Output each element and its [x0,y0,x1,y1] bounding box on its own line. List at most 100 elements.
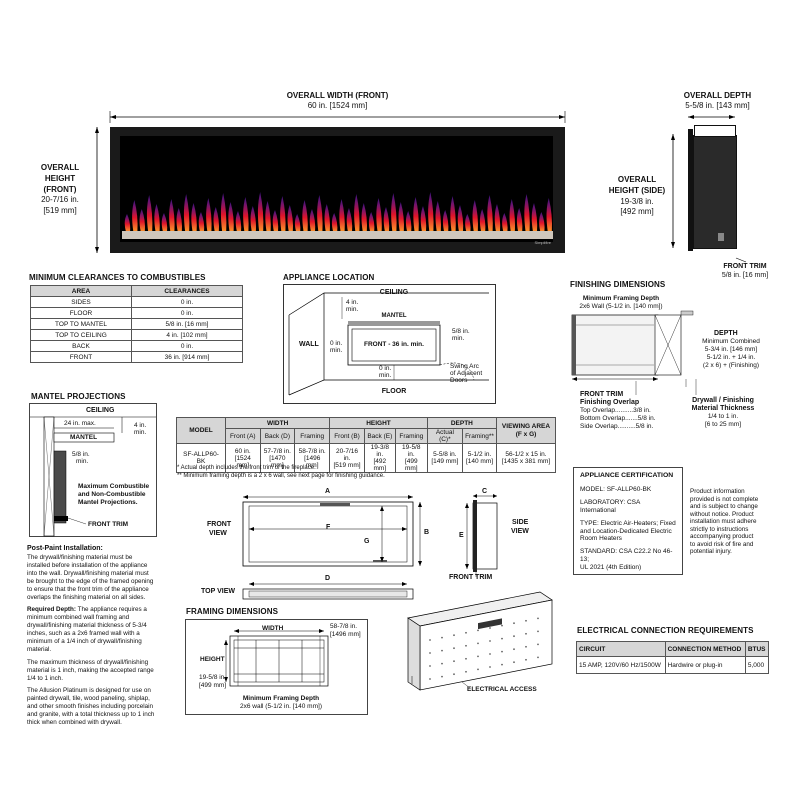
loc-wall: WALL [299,341,319,348]
panel-rivet [453,634,455,637]
loc-swing3: Doors [450,377,468,384]
mantel-58in: 5/8 in. [72,451,90,458]
panel-rivet [537,656,539,659]
flame-tongue [294,214,301,232]
front-trim-value: 5/8 in. [16 mm] [721,272,769,279]
clearance-area: FRONT [30,351,132,363]
panel-rivet [477,655,479,658]
flame-tongue [317,195,323,232]
disclaimer-line: without notice. Product [690,510,754,518]
spec-table: MODEL WIDTH HEIGHT DEPTH VIEWING AREA(F … [176,417,556,473]
side-top-bracket [694,125,736,137]
mantel-projections-diagram: CEILING 24 in. max. 4 in. min. MANTEL 5/… [29,403,157,537]
fin-depth-l2: 5-3/4 in. [146 mm] [704,346,758,353]
post-paint-p2-title: Required Depth: [27,606,76,614]
views-front-trim: FRONT TRIM [449,574,493,581]
clearances-title: MINIMUM CLEARANCES TO COMBUSTIBLES [29,273,206,282]
spec-cell-l1: 57-7/8 in. [263,447,291,455]
mantel-4in-min: min. [134,429,147,436]
spec-cell: 19-5/8 in.[499 mm] [394,443,428,473]
flame-tongue [442,210,449,232]
elec-h-btus: BTUS [744,641,770,657]
flame-tongue [280,196,286,232]
panel-rivet [453,673,455,676]
spec-cell-l1: 5-5/8 in. [433,451,457,458]
loc-ceiling: CEILING [379,289,409,296]
fin-min-framing-val: 2x6 Wall (5-1/2 in. [140 mm]) [579,303,663,310]
flame-tongue [250,206,256,232]
dim-e: E [459,532,464,539]
spec-cell-l2: [149 mm] [431,458,459,465]
flame-tongue [472,200,478,232]
fin-bottom-overlap: Bottom Overlap.......5/8 in. [580,415,656,422]
panel-rivet [525,645,527,648]
flame-tongue [398,202,404,232]
cert-lab: LABORATORY: CSA International [580,499,640,515]
panel-rivet [441,662,443,665]
panel-rivet [489,653,491,655]
flame-tongue [413,197,419,232]
cert-type2: and Location-Dedicated Electric [580,527,672,535]
fireplace-front-view: Simplifire [110,127,565,253]
panel-rivet [501,663,503,666]
spec-cell-l2: [1524 mm] [234,454,251,469]
electrical-access-label: ELECTRICAL ACCESS [467,686,537,693]
spec-cell-l1: 19-5/8 in. [402,444,421,458]
framing-min-depth-val: 2x6 wall (5-1/2 in. [140 mm]) [239,703,322,710]
spec-cell-l2: [1435 x 381 mm] [501,458,551,465]
panel-rivet [477,629,479,632]
spec-cell-l1: 60 in. [234,447,251,455]
flame-tongue [257,192,264,232]
fin-depth-l1: Minimum Combined [702,338,760,345]
loc-58in: 5/8 in. [452,328,470,335]
framing-height-val2: [499 mm] [199,682,227,689]
appliance-location-title: APPLIANCE LOCATION [283,273,375,282]
dim-c: C [482,488,488,495]
finishing-dimensions-title: FINISHING DIMENSIONS [570,280,666,289]
spec-sub: Front (B) [329,428,365,444]
flame-tongue [213,207,219,232]
spec-cell-l2: [499 mm] [404,458,418,472]
side-outlet [718,233,724,241]
flame-tongue [487,195,493,232]
dim-a: A [325,488,331,495]
flame-tongue [502,213,508,232]
disclaimer-text: Product information provided is not comp… [690,488,775,556]
flame-tongue [435,201,441,232]
panel-rivet [477,668,479,671]
loc-mantel: MANTEL [381,313,407,319]
spec-cell: 60 in.[1524 mm] [225,443,261,473]
framing-width-label: WIDTH [262,625,284,632]
mantel-front-trim: FRONT TRIM [88,521,129,528]
panel-rivet [513,635,515,638]
front-view-label: FRONT [207,521,232,528]
flame-tongue [287,205,293,232]
fin-min-framing: Minimum Framing Depth [582,295,660,302]
panel-rivet [513,661,515,664]
flame-tongue [161,213,168,232]
flame-tongue [346,208,353,232]
cert-model: MODEL: SF-ALLP60-BK [580,486,652,494]
post-paint-section: Post-Paint Installation: The drywall/fin… [27,545,157,727]
spec-note1: * Actual depth includes the front trim o… [177,465,316,471]
panel-rivet [525,658,527,661]
fin-drywall-t2: Material Thickness [691,405,755,412]
flame-tongue [265,201,271,232]
mantel-note3: Mantel Projections. [78,499,138,506]
framing-width-val1: 58-7/8 in. [330,623,358,630]
brand-logo: Simplifire [534,240,551,245]
flame-tongue [124,214,131,232]
loc-front36: FRONT - 36 in. min. [364,341,424,348]
flame-tongue [339,199,345,232]
fin-depth-l3: 5-1/2 in. + 1/4 in. [706,354,756,361]
spec-cell: 5-1/2 in.[140 mm] [462,443,497,473]
flame-tongue [132,200,138,232]
spec-sub: Front (A) [225,428,261,444]
panel-rivet [513,648,515,651]
disclaimer-line: and is subject to change [690,503,758,511]
fin-top-overlap: Top Overlap..........3/8 in. [580,407,651,414]
fin-depth-l4: (2 x 6) + (Finishing) [702,362,760,369]
